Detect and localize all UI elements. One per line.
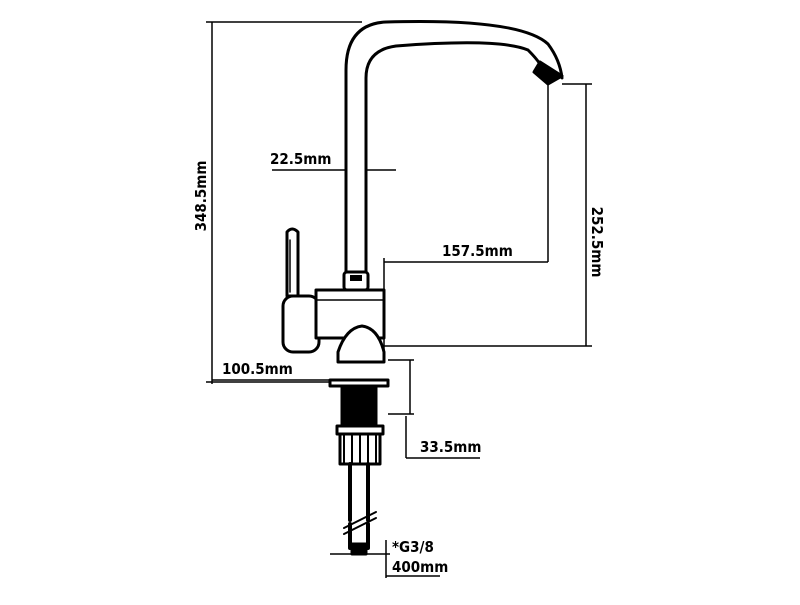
dimension-lines bbox=[206, 21, 592, 578]
shank-height-label: 33.5mm bbox=[420, 438, 481, 456]
hose-length-label: 400mm bbox=[392, 558, 448, 576]
spout-height-label: 252.5mm bbox=[588, 207, 606, 278]
spout-diameter-label: 22.5mm bbox=[270, 150, 331, 168]
threaded-shank bbox=[335, 384, 385, 466]
spout-reach-label: 157.5mm bbox=[442, 242, 513, 260]
dimension-labels: 348.5mm 22.5mm 157.5mm 252.5mm 100.5mm 3… bbox=[192, 150, 606, 576]
thread-label: *G3/8 bbox=[392, 538, 434, 556]
spout bbox=[344, 19, 564, 274]
supply-hose bbox=[343, 462, 377, 556]
body-offset-label: 100.5mm bbox=[222, 360, 293, 378]
total-height-label: 348.5mm bbox=[192, 161, 210, 232]
faucet-drawing bbox=[281, 19, 564, 556]
lever-handle bbox=[285, 227, 300, 298]
